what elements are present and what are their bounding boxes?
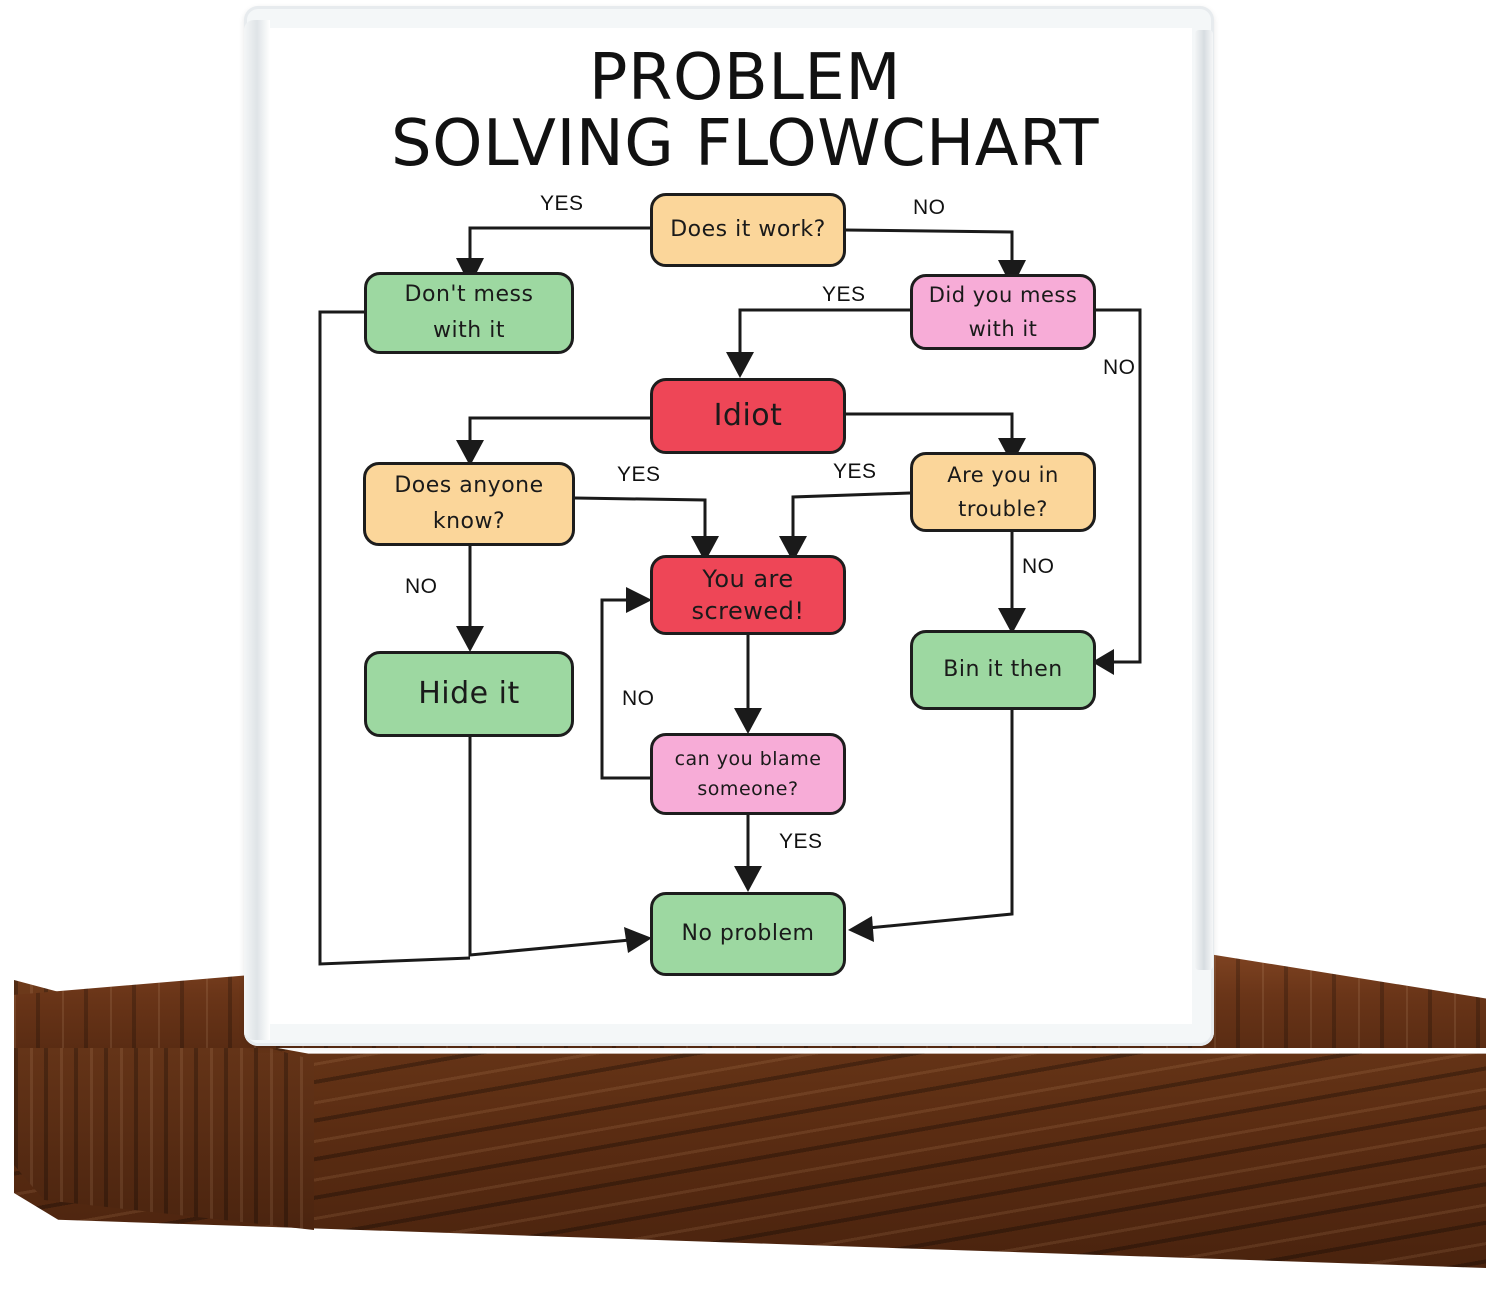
node-dont-mess: Don't mess with it (364, 272, 574, 354)
node-dont-mess-line2: with it (433, 318, 505, 343)
arrowhead (998, 438, 1026, 464)
label-work-no: NO (913, 196, 946, 219)
arrowhead (1092, 649, 1114, 675)
node-bin-it-then: Bin it then (910, 630, 1096, 710)
node-does-it-work: Does it work? (650, 193, 846, 267)
node-are-you-line1: Are you in (947, 463, 1059, 487)
node-screwed-line2: screwed! (691, 597, 805, 625)
edge-blame-no (600, 598, 652, 780)
node-does-it-work-label: Does it work? (670, 217, 826, 242)
arrowhead (691, 536, 719, 562)
acrylic-edge-right (1195, 30, 1213, 970)
node-did-you-mess-line1: Did you mess (928, 283, 1078, 307)
edge-dontmess-noproblem (318, 310, 471, 966)
edge-work-no (844, 228, 1014, 262)
label-blame-yes: YES (779, 830, 823, 853)
node-dont-mess-line1: Don't mess (404, 282, 534, 307)
title-line-2: SOLVING FLOWCHART (391, 107, 1099, 181)
label-blame-no: NO (622, 687, 655, 710)
label-mess-yes: YES (822, 283, 866, 306)
node-bin-it-label: Bin it then (943, 657, 1063, 682)
arrowhead (734, 708, 762, 734)
arrowhead (998, 608, 1026, 634)
label-work-yes: YES (540, 192, 584, 215)
node-does-anyone-line1: Does anyone (394, 473, 544, 498)
label-know-yes: YES (617, 463, 661, 486)
node-no-problem: No problem (650, 892, 846, 976)
node-are-you-in-trouble: Are you in trouble? (910, 452, 1096, 532)
node-no-problem-label: No problem (681, 921, 815, 946)
label-mess-no: NO (1103, 356, 1136, 379)
node-are-you-line2: trouble? (958, 497, 1048, 521)
edge-mess-yes (738, 308, 912, 356)
arrowhead (734, 866, 762, 892)
node-hide-it-label: Hide it (418, 676, 520, 711)
edge-idiot-left (468, 416, 652, 442)
arrowhead (624, 927, 652, 953)
node-screwed-line1: You are (702, 565, 794, 593)
arrowhead (626, 587, 652, 613)
edge-idiot-right (845, 412, 1014, 440)
node-you-are-screwed: You are screwed! (650, 555, 846, 635)
node-did-you-mess-line2: with it (968, 317, 1038, 341)
edge-work-yes (468, 226, 650, 260)
arrowhead (726, 352, 754, 378)
node-does-anyone-line2: know? (432, 509, 506, 534)
label-know-no: NO (405, 575, 438, 598)
node-can-you-blame: can you blame someone? (650, 733, 846, 815)
node-idiot: Idiot (650, 378, 846, 454)
edge-know-yes (574, 496, 707, 540)
arrowhead (848, 916, 874, 942)
edge-mess-no (1095, 308, 1142, 664)
label-trouble-yes: YES (833, 460, 877, 483)
acrylic-edge-left (244, 20, 270, 1040)
node-did-you-mess: Did you mess with it (910, 274, 1096, 350)
node-blame-line1: can you blame (674, 748, 822, 770)
edge-trouble-yes (791, 491, 911, 540)
arrowhead (779, 536, 807, 562)
title-line-1: PROBLEM (588, 41, 902, 115)
node-idiot-label: Idiot (713, 398, 783, 433)
edge-hide-noproblem (468, 736, 631, 957)
node-blame-line2: someone? (697, 778, 799, 800)
edge-bin-noproblem (867, 710, 1014, 930)
arrowhead (456, 440, 484, 466)
node-does-anyone-know: Does anyone know? (363, 462, 575, 546)
arrowhead (456, 626, 484, 652)
label-trouble-no: NO (1022, 555, 1055, 578)
node-hide-it: Hide it (364, 651, 574, 737)
